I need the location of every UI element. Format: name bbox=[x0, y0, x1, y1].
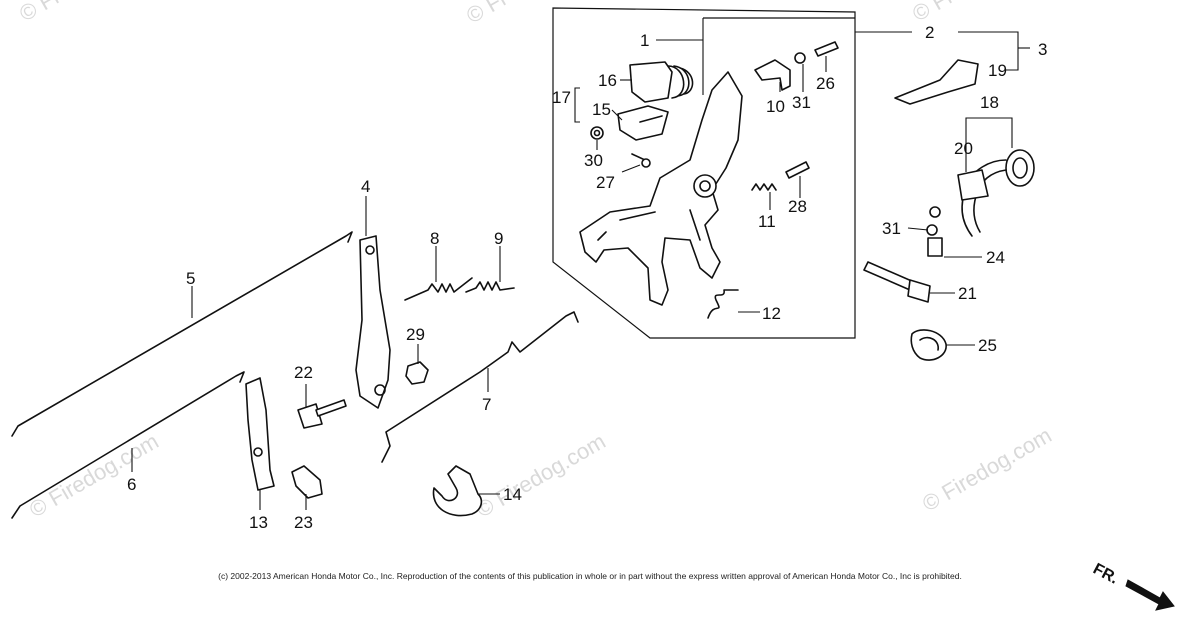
callout-27: 27 bbox=[596, 173, 615, 192]
callout-23: 23 bbox=[294, 513, 313, 532]
clip-25-inner bbox=[919, 336, 939, 351]
callout-31-upper: 31 bbox=[792, 93, 811, 112]
nut-29 bbox=[405, 361, 429, 385]
callout-29: 29 bbox=[406, 325, 425, 344]
washer-30 bbox=[590, 126, 604, 140]
callout-2: 2 bbox=[925, 23, 934, 42]
callout-14: 14 bbox=[503, 485, 522, 504]
rod-6 bbox=[11, 371, 245, 519]
callout-26: 26 bbox=[816, 74, 835, 93]
screw-27-head bbox=[641, 158, 651, 168]
callout-16: 16 bbox=[598, 71, 617, 90]
washer-31-lower bbox=[926, 224, 938, 236]
callout-numbers: 1 2 3 4 5 6 7 8 9 10 11 12 13 14 15 16 1… bbox=[127, 23, 1047, 532]
callout-1: 1 bbox=[640, 31, 649, 50]
callout-31-lower: 31 bbox=[882, 219, 901, 238]
assembly-frame bbox=[552, 7, 856, 339]
screw-24 bbox=[927, 237, 943, 257]
callout-3: 3 bbox=[1038, 40, 1047, 59]
washer-31-top bbox=[794, 52, 806, 64]
bolt-21 bbox=[863, 261, 915, 291]
callout-8: 8 bbox=[430, 229, 439, 248]
bolt-21-head bbox=[907, 279, 931, 303]
callout-11: 11 bbox=[758, 212, 776, 231]
callout-20: 20 bbox=[954, 139, 973, 158]
rod-7 bbox=[381, 311, 579, 463]
callout-19: 19 bbox=[988, 61, 1007, 80]
clip-25 bbox=[910, 329, 947, 361]
watermark-bottom-right: © Firedog.com bbox=[918, 422, 1056, 516]
callout-15: 15 bbox=[592, 100, 611, 119]
bolt-23 bbox=[291, 465, 323, 499]
leader-lines bbox=[131, 18, 1030, 510]
bolt-28 bbox=[785, 161, 810, 179]
callout-17: 17 bbox=[552, 88, 571, 107]
callout-25: 25 bbox=[978, 336, 997, 355]
lever-4-hole-b bbox=[374, 384, 386, 396]
plate-13 bbox=[245, 377, 275, 491]
callout-24: 24 bbox=[986, 248, 1005, 267]
callout-9: 9 bbox=[494, 229, 503, 248]
bolt-26 bbox=[814, 41, 839, 57]
callout-5: 5 bbox=[186, 269, 195, 288]
callout-12: 12 bbox=[762, 304, 781, 323]
watermark-top-mid: © Fi bbox=[462, 0, 510, 28]
callout-28: 28 bbox=[788, 197, 807, 216]
rod-5 bbox=[11, 231, 353, 437]
spring-8 bbox=[404, 277, 473, 301]
bolt-22-shank bbox=[315, 399, 347, 417]
front-direction-arrow-icon bbox=[1125, 579, 1175, 611]
bracket-10 bbox=[754, 59, 791, 91]
copyright-notice: (c) 2002-2013 American Honda Motor Co., … bbox=[218, 571, 962, 581]
callout-30: 30 bbox=[584, 151, 603, 170]
spring-9 bbox=[465, 281, 515, 293]
callout-6: 6 bbox=[127, 475, 136, 494]
callout-13: 13 bbox=[249, 513, 268, 532]
control-base-plate bbox=[579, 71, 743, 306]
callout-10: 10 bbox=[766, 97, 785, 116]
lever-4-hole-a bbox=[365, 245, 375, 255]
watermark-top-left: © Fi bbox=[15, 0, 63, 26]
plate-13-hole bbox=[253, 447, 263, 457]
clamp-14 bbox=[432, 465, 483, 517]
spring-12 bbox=[707, 289, 739, 319]
callout-7: 7 bbox=[482, 395, 491, 414]
switch-assembly bbox=[617, 61, 694, 141]
callout-21: 21 bbox=[958, 284, 977, 303]
plate-19 bbox=[894, 59, 979, 105]
front-direction-indicator: FR. bbox=[1090, 561, 1175, 611]
washer-30-hole bbox=[593, 129, 601, 137]
watermark-bottom-mid: © Firedog.com bbox=[472, 428, 610, 522]
callout-4: 4 bbox=[361, 177, 370, 196]
callout-18: 18 bbox=[980, 93, 999, 112]
lever-4 bbox=[355, 235, 391, 409]
callout-22: 22 bbox=[294, 363, 313, 382]
watermark-bottom-left: © Firedog.com bbox=[25, 428, 163, 522]
wiring-harness-20 bbox=[929, 149, 1035, 237]
spring-11 bbox=[751, 183, 777, 191]
watermarks: © Fi © Fi © Fi © Firedog.com © Firedog.c… bbox=[15, 0, 1056, 522]
